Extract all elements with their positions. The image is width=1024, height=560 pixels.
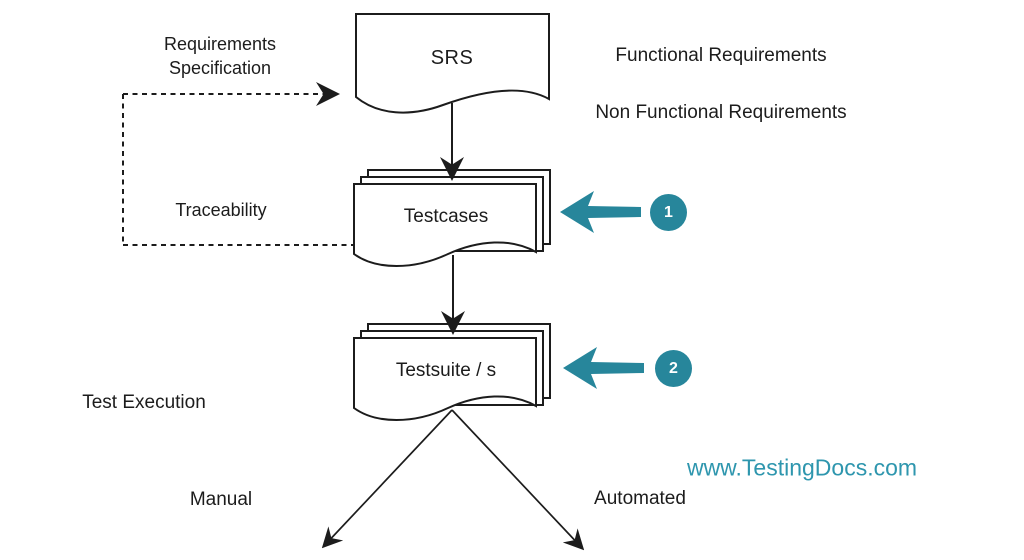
testsuite-stack-shape <box>353 323 551 421</box>
badge-1-value: 1 <box>664 203 673 221</box>
non-functional-requirements-label: Non Functional Requirements <box>595 102 847 123</box>
automated-label: Automated <box>594 488 686 509</box>
badge-2: 2 <box>655 350 692 387</box>
srs-node-label: SRS <box>430 47 474 69</box>
manual-label: Manual <box>189 489 253 510</box>
flow-arrow-automated <box>451 409 585 551</box>
requirements-specification-label: Requirements Specification <box>164 32 276 80</box>
srs-document-shape <box>355 13 550 114</box>
requirements-specification-line1: Requirements <box>163 34 277 54</box>
traceability-label: Traceability <box>175 200 267 220</box>
flow-arrow-manual <box>321 409 453 549</box>
testsuite-node-label: Testsuite / s <box>395 360 497 381</box>
functional-requirements-label: Functional Requirements <box>615 45 827 66</box>
callout-arrow-2-icon <box>563 347 644 389</box>
dashed-traceability-path <box>122 82 354 246</box>
test-execution-label: Test Execution <box>82 392 206 413</box>
callout-arrow-1-icon <box>560 191 641 233</box>
requirements-specification-line2: Specification <box>168 58 272 78</box>
testcases-node-label: Testcases <box>403 206 489 227</box>
watermark-text: www.TestingDocs.com <box>686 454 918 481</box>
badge-1: 1 <box>650 194 687 231</box>
badge-2-value: 2 <box>669 359 678 377</box>
